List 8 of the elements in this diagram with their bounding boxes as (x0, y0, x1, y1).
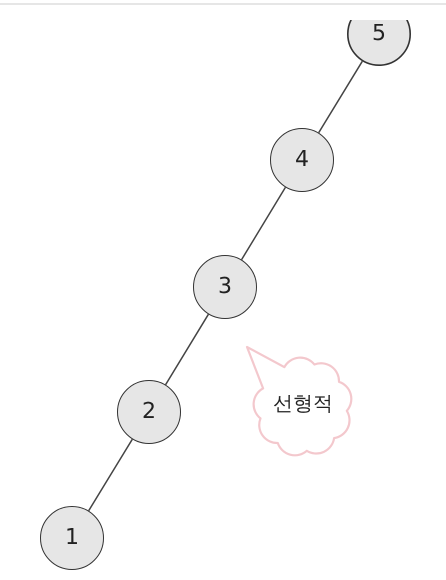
number-circle: 3 (193, 255, 257, 319)
number-circle: 2 (117, 380, 181, 444)
connector-line (240, 187, 286, 260)
number-circle: 1 (40, 506, 104, 570)
number-circle: 4 (270, 128, 334, 192)
connector-line (88, 438, 133, 512)
connector-line (318, 60, 363, 134)
connector-line (164, 314, 210, 386)
